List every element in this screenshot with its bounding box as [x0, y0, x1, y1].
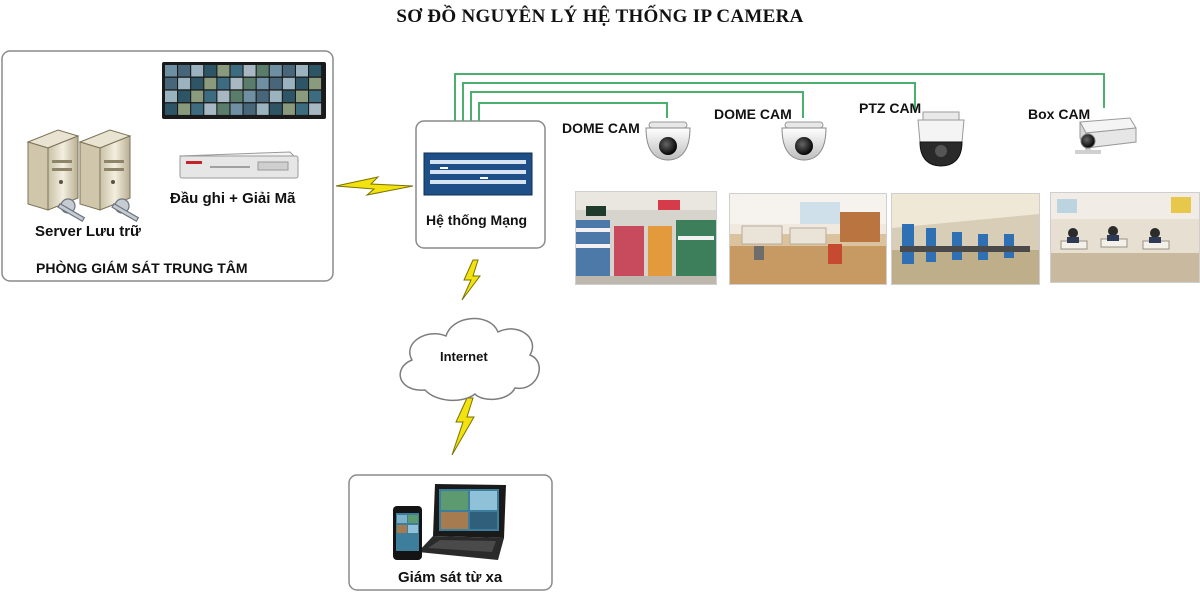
- video-feed-tile: [309, 65, 322, 77]
- video-feed-tile: [296, 77, 308, 90]
- video-feed-tile: [191, 103, 204, 115]
- lightning-link-remote: [451, 397, 475, 456]
- video-feed-tile: [178, 77, 191, 90]
- network-system-label: Hệ thống Mạng: [426, 212, 528, 228]
- central-room-label: PHÒNG GIÁM SÁT TRUNG TÂM: [36, 260, 248, 276]
- camera-label-box: Box CAM: [1028, 106, 1091, 122]
- video-feed-tile: [282, 90, 295, 103]
- video-feed-tile: [178, 90, 191, 103]
- video-feed-tile: [269, 103, 282, 115]
- video-feed-tile: [165, 65, 177, 77]
- video-feed-tile: [217, 90, 230, 103]
- dome-camera-icon: [645, 121, 691, 161]
- server-label: Server Lưu trữ: [35, 223, 141, 240]
- video-feed-tile: [230, 65, 243, 77]
- video-feed-tile: [256, 90, 269, 103]
- video-feed-tile: [309, 90, 322, 103]
- video-feed-tile: [243, 77, 256, 90]
- video-feed-tile: [309, 77, 322, 90]
- diagram-title: SƠ ĐỒ NGUYÊN LÝ HỆ THỐNG IP CAMERA: [396, 6, 804, 27]
- network-switch-icon: [423, 152, 533, 196]
- video-feed-tile: [269, 90, 282, 103]
- internet-label: Internet: [440, 349, 488, 364]
- video-feed-tile: [269, 77, 282, 90]
- network-cables: [454, 73, 1105, 121]
- camera-label-dome-1: DOME CAM: [562, 120, 640, 136]
- video-feed-tile: [296, 65, 308, 77]
- dome-camera-icon: [781, 121, 827, 161]
- video-feed-tile: [230, 103, 243, 115]
- supermarket-scene-image: [575, 191, 717, 285]
- video-feed-tile: [230, 90, 243, 103]
- key-icon: [57, 198, 140, 223]
- factory-scene-image: [891, 193, 1040, 285]
- office-scene-image: [729, 193, 887, 285]
- ptz-camera-icon: [917, 111, 965, 167]
- video-feed-tile: [204, 65, 217, 77]
- video-feed-tile: [191, 90, 204, 103]
- video-feed-tile: [178, 103, 191, 115]
- video-feed-tile: [269, 65, 282, 77]
- classroom-scene-image: [1050, 192, 1200, 283]
- camera-label-ptz: PTZ CAM: [859, 100, 922, 116]
- video-feed-tile: [243, 90, 256, 103]
- video-feed-tile: [256, 103, 269, 115]
- video-feed-tile: [217, 65, 230, 77]
- internet-cloud-icon: [399, 317, 540, 402]
- video-feed-tile: [282, 77, 295, 90]
- video-feed-tile: [178, 65, 191, 77]
- video-feed-tile: [256, 65, 269, 77]
- video-feed-tile: [243, 103, 256, 115]
- box-camera-icon: [1075, 117, 1137, 154]
- nvr-label: Đầu ghi + Giải Mã: [170, 190, 296, 207]
- camera-label-dome-2: DOME CAM: [714, 106, 792, 122]
- video-feed-tile: [282, 103, 295, 115]
- video-feed-tile: [165, 103, 177, 115]
- video-wall-monitor: [162, 62, 326, 119]
- video-feed-tile: [204, 90, 217, 103]
- smartphone-icon: [393, 506, 422, 560]
- video-feed-tile: [256, 77, 269, 90]
- laptop-icon: [418, 484, 506, 560]
- video-feed-tile: [217, 77, 230, 90]
- video-feed-tile: [204, 77, 217, 90]
- server-icon: [26, 129, 132, 211]
- video-feed-tile: [191, 65, 204, 77]
- video-feed-tile: [191, 77, 204, 90]
- video-feed-tile: [204, 103, 217, 115]
- nvr-recorder-icon: [178, 151, 300, 179]
- lightning-link-room: [335, 176, 414, 196]
- video-feed-tile: [243, 65, 256, 77]
- video-feed-tile: [296, 103, 308, 115]
- video-feed-tile: [217, 103, 230, 115]
- video-feed-tile: [282, 65, 295, 77]
- video-feed-tile: [230, 77, 243, 90]
- video-feed-tile: [165, 77, 177, 90]
- lightning-link-internet: [461, 259, 481, 301]
- video-feed-tile: [296, 90, 308, 103]
- video-feed-tile: [309, 103, 322, 115]
- remote-monitoring-label: Giám sát từ xa: [398, 569, 503, 586]
- video-feed-tile: [165, 90, 177, 103]
